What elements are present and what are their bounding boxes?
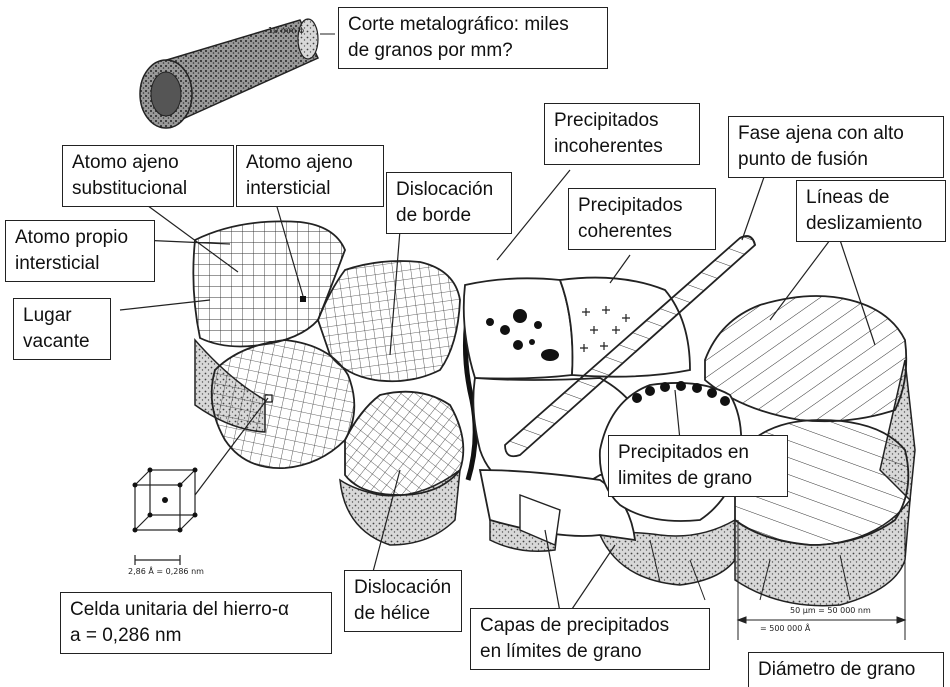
specimen-rod: [140, 19, 335, 128]
scale-text-2: = 500 000 Å: [760, 624, 810, 633]
scale-text-1: 50 μm = 50 000 nm: [790, 606, 871, 615]
label-grain-diameter: Diámetro de grano: [748, 652, 944, 687]
grain-incoherent: [464, 278, 573, 378]
cell-dimension: 2,86 Å = 0,286 nm: [128, 567, 204, 576]
unit-cell-cube: [133, 468, 198, 566]
grain-slip-top: [705, 296, 906, 421]
grain-bottom-left: [212, 340, 355, 468]
grain-screw: [345, 392, 463, 495]
specimen-dimension: 10 mm ϕ: [268, 26, 304, 35]
